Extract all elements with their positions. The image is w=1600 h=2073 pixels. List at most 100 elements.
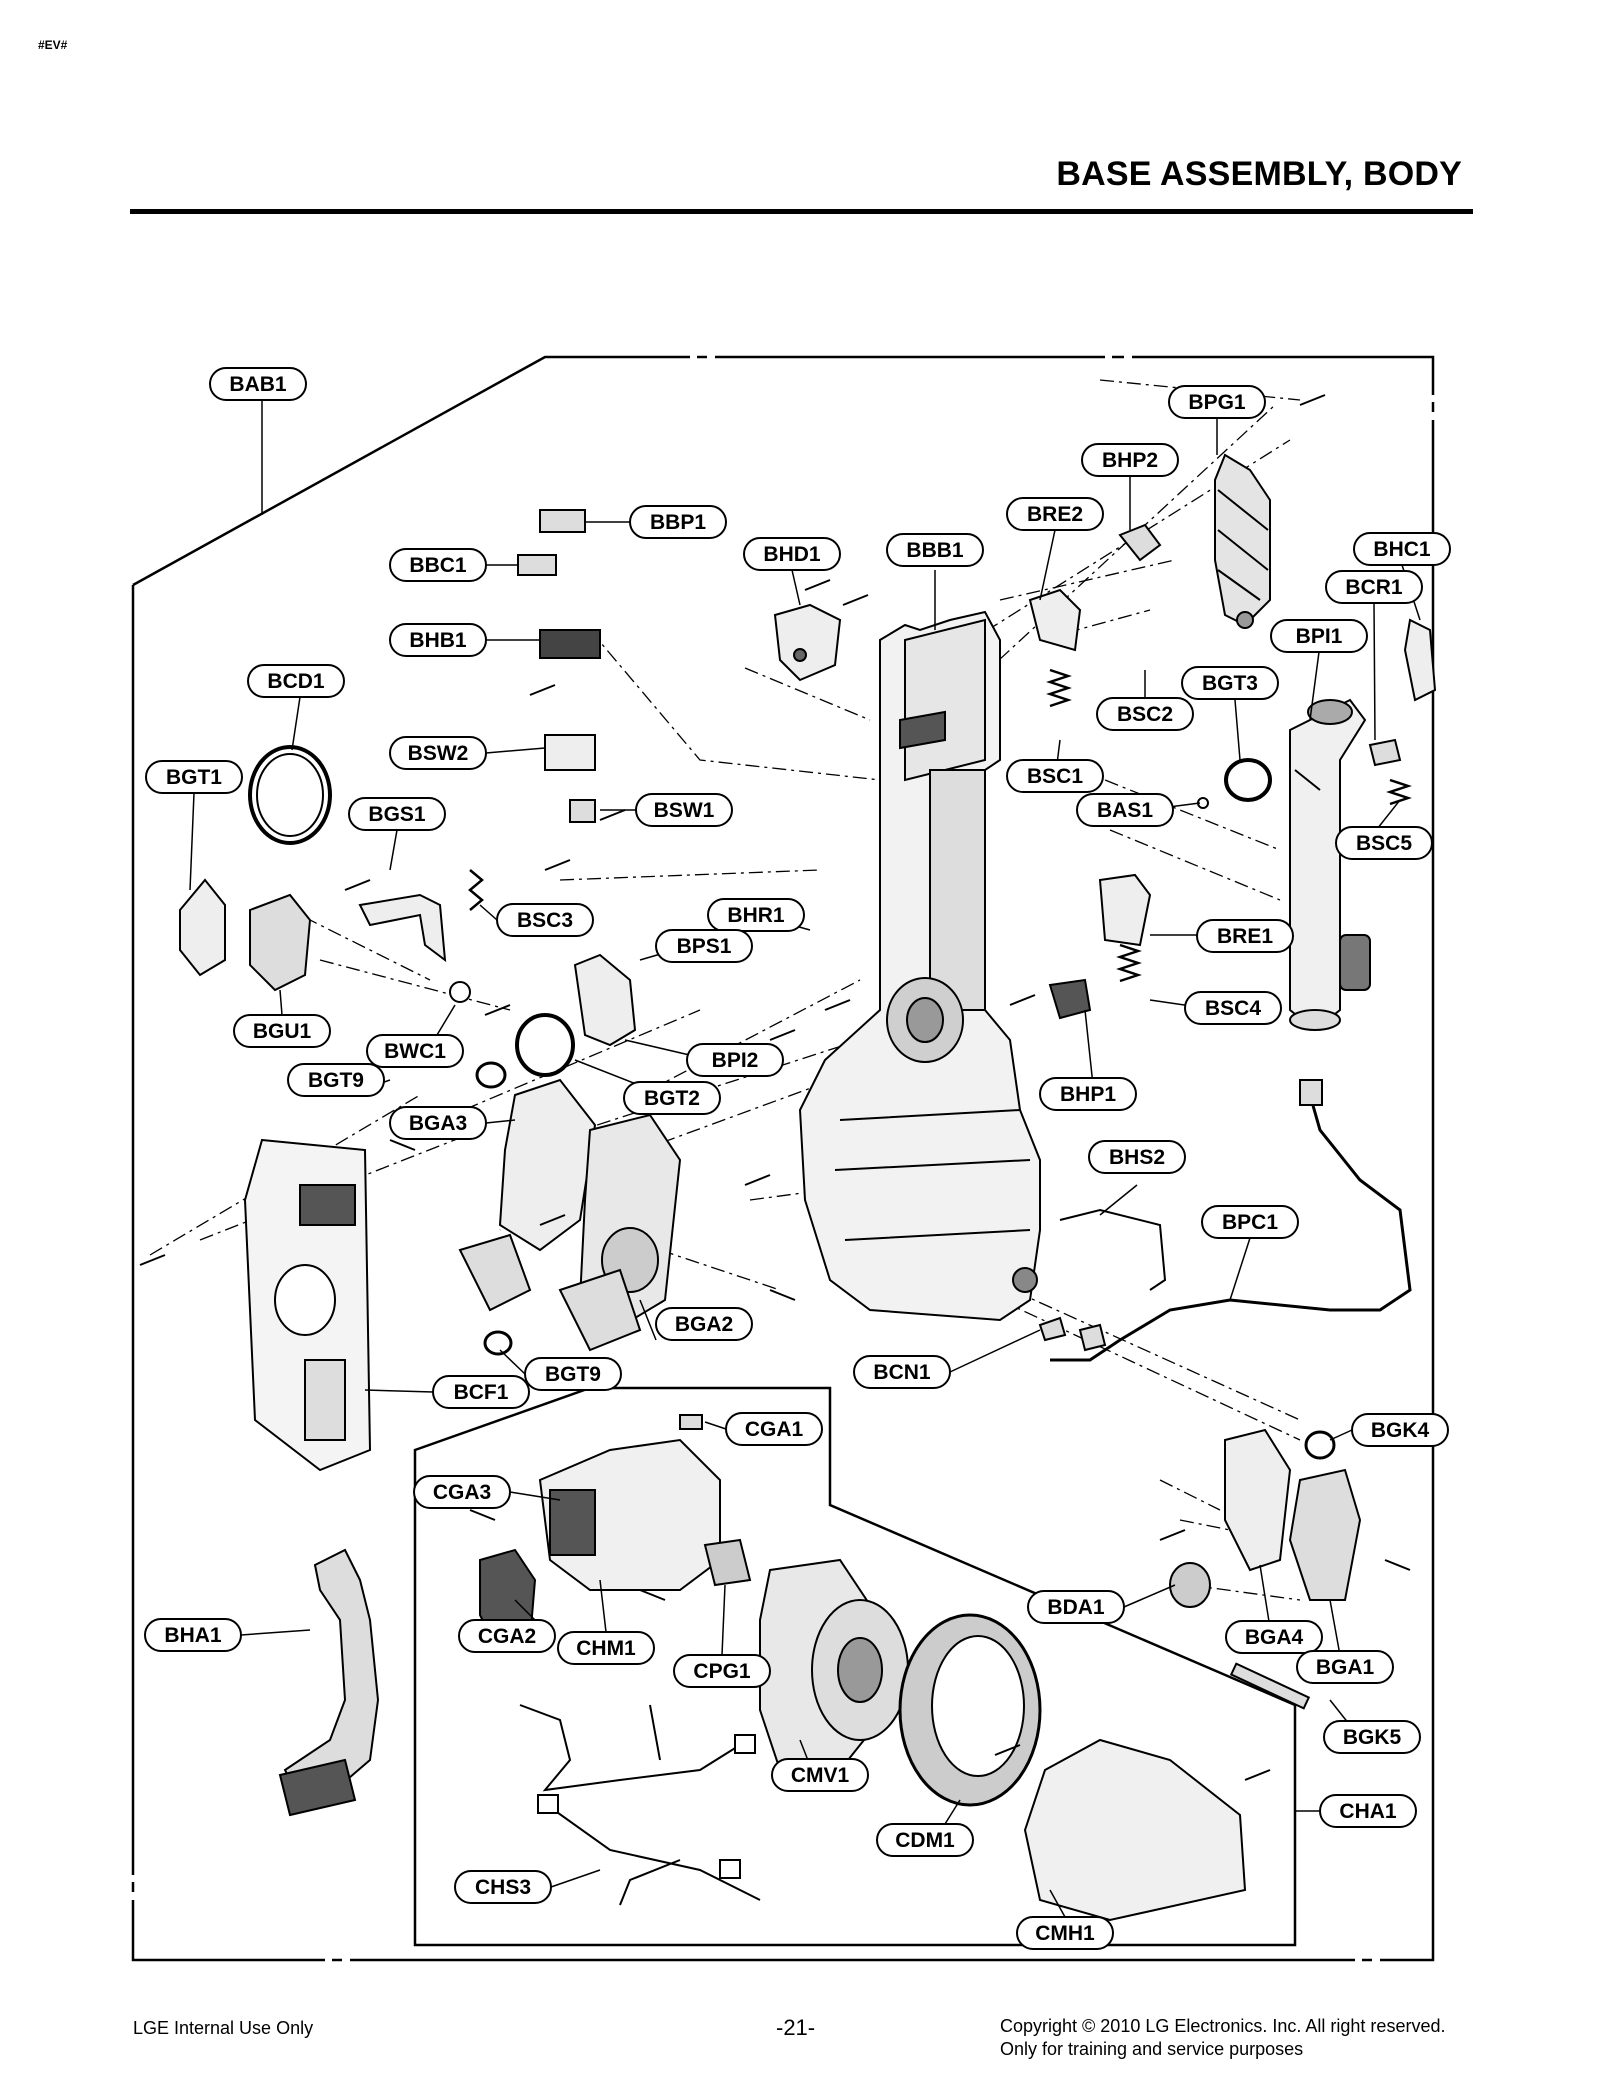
label-BSC1: BSC1 [1006,759,1104,793]
gasket-bgk5 [1229,1662,1311,1710]
gasket-bgt9-lower [483,1330,513,1356]
assembly-boundary [131,355,1435,1962]
harness-chs3 [519,1704,761,1906]
guide-unit [249,893,312,992]
label-CGA1: CGA1 [725,1412,823,1446]
power-cord [1050,1094,1412,1362]
label-BSC2: BSC2 [1096,697,1194,731]
label-BHS2: BHS2 [1088,1140,1186,1174]
springs [468,668,1412,983]
svg-text:BSC2: BSC2 [1117,703,1173,726]
hose-segment [458,1233,532,1312]
switch-button [539,509,586,533]
label-CGA2: CGA2 [458,1619,556,1653]
svg-text:BGS1: BGS1 [368,803,426,826]
plate-cpg1 [703,1538,752,1587]
svg-text:BCF1: BCF1 [454,1381,509,1404]
svg-text:BHP2: BHP2 [1102,449,1158,472]
label-BWC1: BWC1 [366,1034,464,1068]
svg-text:CDM1: CDM1 [895,1829,955,1852]
label-BPG1: BPG1 [1168,385,1266,419]
svg-text:BHP1: BHP1 [1060,1083,1116,1106]
svg-text:BGA4: BGA4 [1245,1626,1304,1649]
label-BGU1: BGU1 [233,1014,331,1048]
svg-text:BRE2: BRE2 [1027,503,1083,526]
svg-text:BRE1: BRE1 [1217,925,1273,948]
svg-text:BGK4: BGK4 [1371,1419,1430,1442]
part-labels: BAB1 BPG1 BHP2 BBP1 BRE2 BHD1 BBB1 BBC1 … [144,367,1451,1950]
svg-text:BBP1: BBP1 [650,511,706,534]
guide-part-left [179,878,226,977]
svg-text:BGT9: BGT9 [308,1069,364,1092]
duct-bga1 [1288,1468,1362,1601]
label-BGK4: BGK4 [1351,1413,1449,1447]
svg-text:CPG1: CPG1 [693,1660,751,1683]
label-BGA3: BGA3 [389,1106,487,1140]
title-rule [130,209,1473,214]
label-CMH1: CMH1 [1016,1916,1114,1950]
label-BHC1: BHC1 [1353,532,1451,566]
screws [139,394,1411,1781]
svg-text:CGA3: CGA3 [433,1481,491,1504]
label-CHS3: CHS3 [454,1870,552,1904]
svg-text:CGA1: CGA1 [745,1418,804,1441]
svg-text:BGT3: BGT3 [1202,672,1258,695]
svg-text:BSC1: BSC1 [1027,765,1083,788]
svg-text:BWC1: BWC1 [384,1040,446,1063]
label-CDM1: CDM1 [876,1823,974,1857]
label-CHA1: CHA1 [1319,1794,1417,1828]
label-BSC5: BSC5 [1335,826,1433,860]
cord-reel-pin [1368,738,1402,767]
label-BHP1: BHP1 [1039,1077,1137,1111]
motor-damper [898,1613,1042,1807]
label-BCN1: BCN1 [853,1355,951,1389]
label-BGT9-lower: BGT9 [524,1357,622,1391]
main-body-housing [798,610,1041,1322]
label-BGA1: BGA1 [1296,1650,1394,1684]
label-BGA2: BGA2 [655,1307,753,1341]
svg-text:BBB1: BBB1 [906,539,963,562]
svg-text:BSC4: BSC4 [1205,997,1261,1020]
label-BPI1: BPI1 [1270,619,1368,653]
label-BSC4: BSC4 [1184,991,1282,1025]
label-BHP2: BHP2 [1081,443,1179,477]
svg-text:BBC1: BBC1 [409,554,466,577]
label-CMV1: CMV1 [771,1758,869,1792]
connector [1038,1316,1067,1342]
hose-segment-2 [558,1268,642,1352]
switch-assembly [544,734,596,771]
switch-micro [569,799,596,823]
label-BBP1: BBP1 [629,505,727,539]
washer-bwc1 [449,981,471,1003]
boundary-gaps [131,355,1435,1962]
label-BDA1: BDA1 [1027,1590,1125,1624]
svg-text:CGA2: CGA2 [478,1625,536,1648]
label-BGT1: BGT1 [145,760,243,794]
damper-bda1 [1169,1562,1211,1608]
svg-text:BGK5: BGK5 [1343,1726,1402,1749]
cord-hook [1403,618,1437,702]
svg-text:BGT1: BGT1 [166,766,222,789]
svg-text:BGT9: BGT9 [545,1363,601,1386]
label-BCD1: BCD1 [247,664,345,698]
pipe-bpi2 [573,953,637,1047]
svg-text:BDA1: BDA1 [1047,1596,1104,1619]
copyright-line: Copyright © 2010 LG Electronics. Inc. Al… [1000,2016,1446,2036]
svg-text:BGA3: BGA3 [409,1112,467,1135]
page-number: -21- [776,2015,816,2040]
svg-text:BHS2: BHS2 [1109,1146,1165,1169]
holder-bhp2 [1118,523,1162,562]
svg-text:CMV1: CMV1 [791,1764,850,1787]
footer-copyright: Copyright © 2010 LG Electronics. Inc. Al… [1000,2015,1445,2061]
holder-part [773,603,842,682]
svg-text:BCN1: BCN1 [873,1361,930,1384]
label-BHD1: BHD1 [743,537,841,571]
label-BBB1: BBB1 [886,533,984,567]
svg-text:BGA2: BGA2 [675,1313,733,1336]
label-BHA1: BHA1 [144,1618,242,1652]
label-CHM1: CHM1 [557,1631,655,1665]
release-bre1 [1098,873,1152,947]
label-BHB1: BHB1 [389,623,487,657]
svg-text:BHR1: BHR1 [727,904,784,927]
